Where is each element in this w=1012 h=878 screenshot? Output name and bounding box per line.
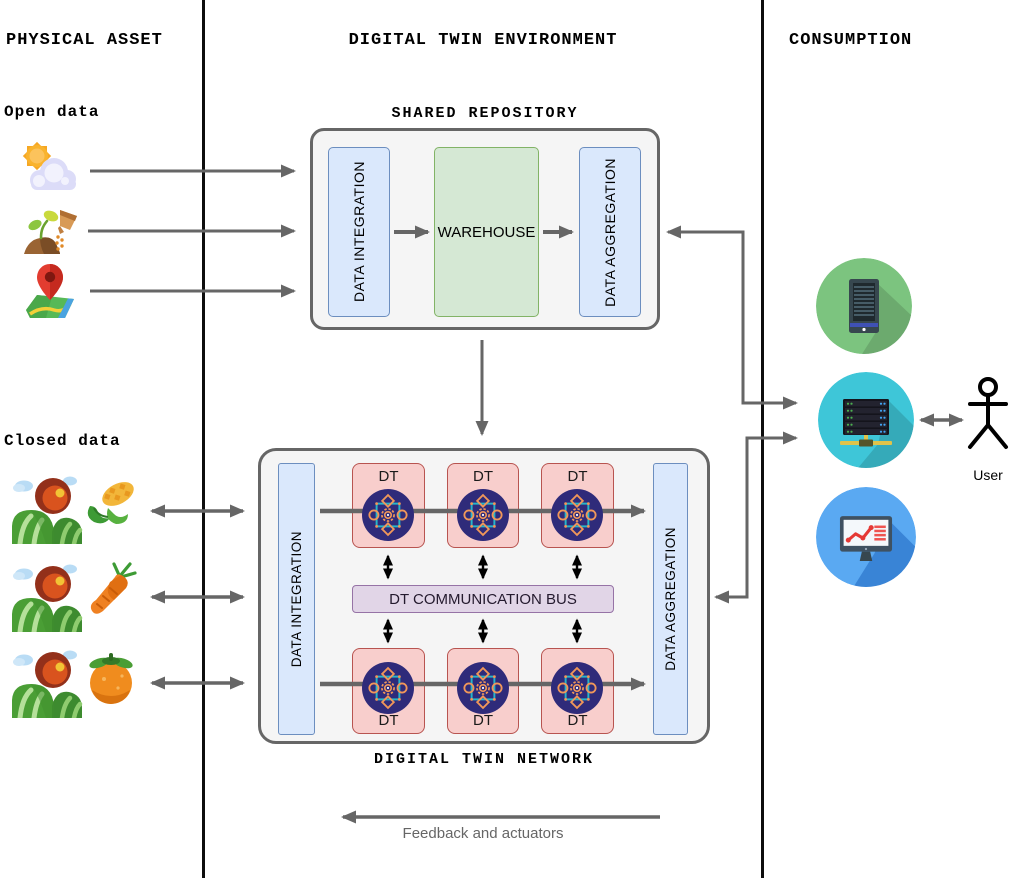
dtn-data-integration-box: DATA INTEGRATION xyxy=(278,463,315,735)
dt-label: DT xyxy=(567,468,588,485)
dt-network-icon xyxy=(551,662,603,714)
user-icon xyxy=(968,377,1008,449)
column-title-physical-asset: PHYSICAL ASSET xyxy=(6,31,163,50)
server-rack-icon xyxy=(818,372,914,468)
user-label: User xyxy=(973,467,1003,483)
analytics-monitor-icon xyxy=(816,487,916,587)
carrot-icon xyxy=(90,562,137,614)
repo-data-integration-box: DATA INTEGRATION xyxy=(328,147,390,317)
warehouse-label: WAREHOUSE xyxy=(437,223,536,241)
dt-network-icon xyxy=(457,489,509,541)
closed-data-label: Closed data xyxy=(4,432,121,450)
connector-repo-server xyxy=(666,225,798,410)
weather-icon xyxy=(22,141,76,190)
feedback-label: Feedback and actuators xyxy=(402,825,564,842)
column-title-digital-twin-environment: DIGITAL TWIN ENVIRONMENT xyxy=(348,31,618,50)
dt-label: DT xyxy=(378,468,399,485)
dt-label: DT xyxy=(473,468,493,485)
repo-data-aggregation-box: DATA AGGREGATION xyxy=(579,147,641,317)
farm-field-icon xyxy=(10,560,84,632)
dt-communication-bus-label: DT COMMUNICATION BUS xyxy=(389,590,577,608)
warehouse-box: WAREHOUSE xyxy=(434,147,539,317)
column-title-consumption: CONSUMPTION xyxy=(789,31,913,50)
dt-label: DT xyxy=(567,712,588,729)
tomato-icon xyxy=(89,653,133,704)
shared-repository-title: SHARED REPOSITORY xyxy=(391,105,579,122)
connector-network-server xyxy=(714,431,798,604)
dt-network-icon xyxy=(362,489,414,541)
divider-left xyxy=(202,0,205,878)
dtn-data-aggregation-box: DATA AGGREGATION xyxy=(653,463,688,735)
corn-icon xyxy=(87,482,134,524)
dt-network-icon xyxy=(457,662,509,714)
dt-communication-bus: DT COMMUNICATION BUS xyxy=(352,585,614,613)
dt-network-icon xyxy=(551,489,603,541)
farm-field-icon xyxy=(10,472,84,544)
server-tower-icon xyxy=(816,258,912,354)
open-data-label: Open data xyxy=(4,103,100,121)
soil-seeding-icon xyxy=(24,210,77,254)
farm-field-icon xyxy=(10,646,84,718)
digital-twin-network-title: DIGITAL TWIN NETWORK xyxy=(373,751,595,768)
dt-network-icon xyxy=(362,662,414,714)
dt-label: DT xyxy=(473,712,493,729)
dt-label: DT xyxy=(378,712,399,729)
map-pin-icon xyxy=(26,264,74,318)
